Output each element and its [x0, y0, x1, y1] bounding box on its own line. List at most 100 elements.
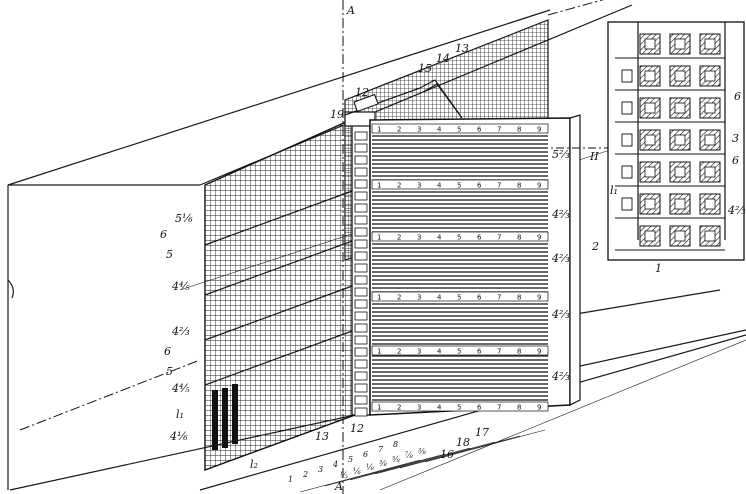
rack-row-number: 4 [437, 348, 442, 356]
floor-scale-number: 5 [348, 455, 353, 464]
drawers-lower [212, 384, 238, 450]
grid-divider-2 [204, 239, 356, 296]
rack-row-number: 2 [397, 126, 401, 134]
rack-row-number: 2 [397, 348, 401, 356]
label-right-4b: 4⅔ [551, 252, 570, 265]
floor-rail-line [399, 435, 521, 469]
floor-rail-line [424, 429, 546, 463]
label-right-4d: 4⅔ [551, 370, 570, 383]
floor-scale-fraction: ⅛ [366, 463, 374, 472]
label-axis-a-bottom: A [334, 480, 343, 493]
pillar-block [354, 287, 368, 297]
detail-drawer [644, 230, 656, 242]
pillar-block [354, 335, 368, 345]
label-19: 19 [330, 108, 344, 121]
rack-row-number: 1 [377, 234, 381, 242]
rack-number-band [371, 231, 549, 242]
pillar-block [354, 251, 368, 261]
rack-number-band [371, 179, 549, 190]
pillar-block [354, 359, 368, 369]
pillar-block [354, 299, 368, 309]
rod [569, 289, 721, 316]
grid-divider-3 [204, 284, 356, 341]
floor-scale-fraction: ⅞ [405, 451, 413, 460]
drawer-stack-3 [232, 384, 238, 444]
rack-row-number: 7 [497, 294, 501, 302]
rack-row-number: 8 [517, 234, 521, 242]
rack-row-number: 8 [517, 182, 521, 190]
label-14: 14 [436, 52, 450, 65]
detail-handle [621, 133, 633, 147]
label-detail-l1: l₁ [610, 184, 618, 197]
rack-row-number: 5 [457, 234, 461, 242]
detail-drawer [644, 134, 656, 146]
rack-row-number: 5 [457, 126, 461, 134]
pillar-block [354, 347, 368, 357]
detail-handle [621, 197, 633, 211]
rack-row-number: 7 [497, 182, 501, 190]
rack-row-number: 9 [537, 126, 541, 134]
rack-row-number: 6 [477, 294, 482, 302]
detail-drawer [644, 38, 656, 50]
label-pct-44b: 4⅘ [171, 382, 190, 395]
floor-scale-number: 3 [318, 465, 323, 474]
grid-divider-1 [204, 189, 356, 246]
floor-scale-number: 7 [378, 445, 384, 454]
rack-row-number: 1 [377, 182, 381, 190]
rack-row-number: 1 [377, 294, 381, 302]
label-2: 2 [591, 240, 599, 253]
rack-row-number: 8 [517, 126, 521, 134]
detail-drawer [704, 70, 716, 82]
pillar-block [354, 371, 368, 381]
label-detail-6: 6 [734, 90, 741, 103]
rack-row-number: 6 [477, 404, 482, 412]
grid-divider-4 [204, 329, 356, 386]
floor-scale-number: 2 [302, 470, 308, 479]
label-detail-6b: 6 [732, 154, 739, 167]
rack-row-number: 7 [497, 126, 501, 134]
pillar-block [354, 263, 368, 273]
label-pct-44a: 4⅘ [171, 280, 190, 293]
label-detail-pct: 4⅔ [727, 204, 746, 217]
pipes [344, 79, 463, 119]
label-pct-51: 5⅟₆ [175, 212, 193, 225]
pipe-fitting [353, 93, 379, 113]
floor-scale-number: 1 [288, 475, 293, 484]
housing-top-edge [7, 9, 551, 186]
label-12-bottom: 12 [350, 422, 364, 435]
detail-drawer [704, 134, 716, 146]
label-pct-42a: 4⅔ [171, 325, 190, 338]
floor-scale-fraction: ⅜ [379, 459, 387, 468]
rack-number-band [371, 345, 549, 356]
floor-scale-number: 4 [332, 460, 338, 469]
rack-side [569, 114, 581, 406]
pillar-block [354, 179, 368, 189]
detail-drawer [704, 230, 716, 242]
rack-row-number: 8 [517, 348, 521, 356]
label-detail-1: 1 [655, 262, 662, 275]
rack-row-number: 8 [517, 294, 521, 302]
rack-row-number: 6 [477, 234, 482, 242]
label-section-ii: II [589, 150, 599, 163]
floor-scale-fraction: ⅝ [392, 455, 400, 464]
detail-cells [615, 22, 726, 251]
floor-rail-line [349, 447, 471, 481]
detail-drawer [644, 198, 656, 210]
pillar-block [354, 311, 368, 321]
label-left-5b: 5 [166, 365, 173, 378]
rack-row-number: 9 [537, 182, 541, 190]
rack-number-band [371, 291, 549, 302]
label-right-4c: 4⅔ [551, 308, 570, 321]
rack-row-number: 2 [397, 234, 401, 242]
pillar-block [354, 275, 368, 285]
rack-row-number: 5 [457, 182, 461, 190]
rack-row-number: 2 [397, 404, 401, 412]
rack-row-number: 3 [417, 182, 421, 190]
rack-row-number: 9 [537, 234, 541, 242]
rack-row-number: 3 [417, 348, 421, 356]
rack-number-band [371, 123, 549, 134]
pillar-block [354, 215, 368, 225]
